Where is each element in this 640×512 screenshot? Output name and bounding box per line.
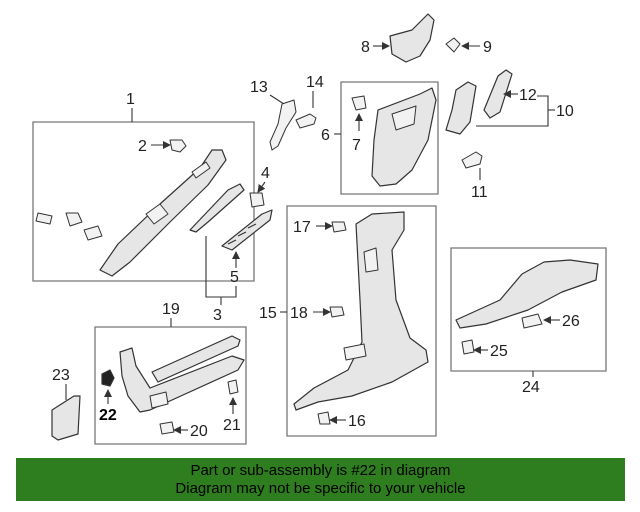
clip-16[interactable] [317,411,331,425]
clip-17[interactable] [331,221,347,233]
callout-1[interactable]: 1 [126,91,135,108]
bracket-8[interactable] [389,13,435,63]
a-pillar-trim[interactable] [99,149,227,277]
group-box-19: 19 [94,301,247,445]
clip-7[interactable] [351,95,367,111]
callout-17[interactable]: 17 [293,219,311,236]
group-box-1: 1 [32,91,255,282]
b-pillar-upper-trim[interactable] [371,87,437,187]
b-pillar-lower-trim[interactable] [293,211,429,411]
group-box-24: 24 [450,247,607,396]
screw-11[interactable] [461,151,483,169]
callout-5[interactable]: 5 [230,269,239,286]
callout-4[interactable]: 4 [261,165,270,182]
callout-9-group: 9 [445,37,492,56]
callout-16[interactable]: 16 [348,413,366,430]
clip-20[interactable] [159,421,175,435]
callout-9[interactable]: 9 [483,39,492,56]
callout-15[interactable]: 15 [259,305,277,322]
clip-9[interactable] [445,37,461,53]
callout-18[interactable]: 18 [290,305,308,322]
callout-6[interactable]: 6 [321,127,330,144]
callout-25-group: 25 [461,339,508,360]
callout-13[interactable]: 13 [250,79,268,96]
group-box-15: 15 [259,205,437,437]
callout-8[interactable]: 8 [361,39,370,56]
banner-line-1: Part or sub-assembly is #22 in diagram [190,462,451,479]
callout-19[interactable]: 19 [162,301,180,318]
clip-25[interactable] [461,339,475,355]
callout-16-group: 16 [317,411,366,430]
callout-10[interactable]: 10 [556,103,574,120]
screw-4[interactable] [249,192,265,208]
callout-22[interactable]: 22 [99,407,117,424]
callout-3[interactable]: 3 [213,307,222,324]
callout-11[interactable]: 11 [471,184,488,201]
callout-22-group: 22 [99,369,117,424]
callout-2-group: 2 [138,138,187,155]
scuff-plate[interactable] [119,335,245,413]
callout-14[interactable]: 14 [306,74,324,91]
callout-12[interactable]: 12 [519,87,537,104]
callout-11-group: 11 [461,151,488,201]
clip-22[interactable] [101,369,115,387]
banner-line-2: Diagram may not be specific to your vehi… [175,480,466,497]
callout-23[interactable]: 23 [52,367,70,384]
group-box-6: 6 7 [321,81,439,195]
callout-18-group: 18 [290,305,345,322]
callout-4-group: 4 [249,165,270,208]
clip-18[interactable] [329,306,345,318]
clip-2[interactable] [169,139,187,153]
callout-24[interactable]: 24 [522,379,540,396]
callout-21-group: 21 [223,379,241,434]
callout-23-group: 23 [51,367,81,441]
quarter-trim-24[interactable] [455,259,599,329]
callout-3-group: 3 5 [205,236,240,324]
clip-parts-left[interactable] [35,212,103,241]
callout-12-group: 12 10 [476,87,574,127]
callout-2[interactable]: 2 [138,138,147,155]
callout-20-group: 20 [159,421,208,440]
panel-10[interactable] [445,69,513,135]
trim-23[interactable] [51,395,81,441]
callout-8-group: 8 [361,13,435,63]
callout-20[interactable]: 20 [190,423,208,440]
clip-21[interactable] [227,379,239,395]
callout-17-group: 17 [293,219,347,236]
callout-13-group: 13 14 [250,74,324,151]
info-banner: Part or sub-assembly is #22 in diagram D… [16,458,625,501]
callout-7[interactable]: 7 [352,137,361,154]
handle-3[interactable] [189,183,245,233]
bracket-13[interactable] [269,99,297,151]
handle-5[interactable] [221,209,273,251]
callout-26[interactable]: 26 [562,313,580,330]
callout-26-group: 26 [543,313,580,330]
callout-25[interactable]: 25 [490,343,508,360]
screw-14[interactable] [295,113,317,129]
callout-21[interactable]: 21 [223,417,241,434]
